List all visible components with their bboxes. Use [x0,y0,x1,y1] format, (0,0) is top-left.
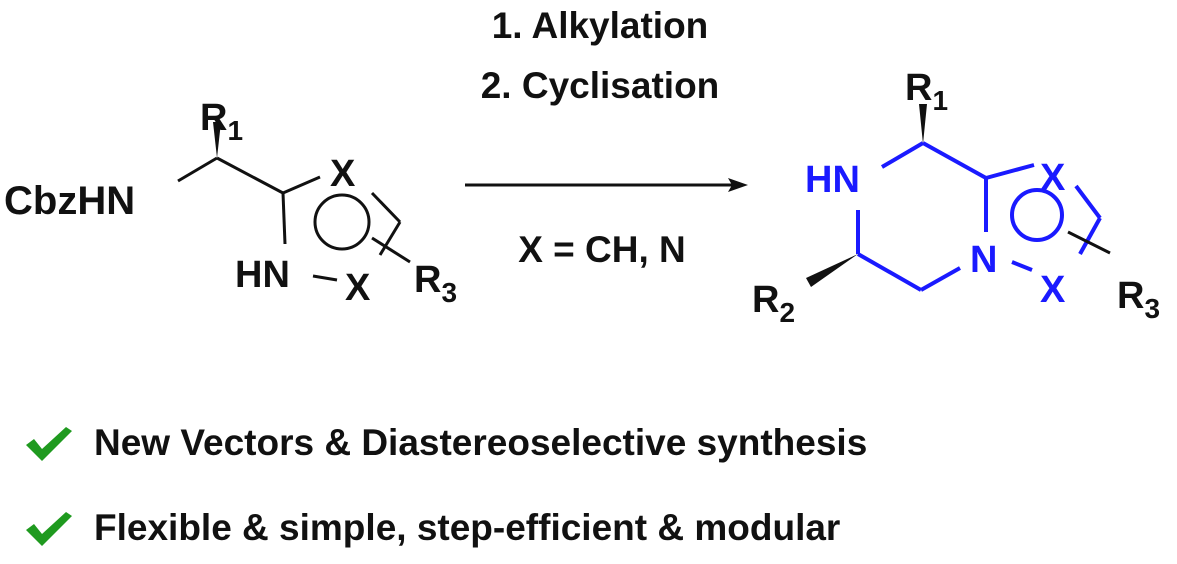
highlight-text: New Vectors & Diastereoselective synthes… [94,422,868,463]
highlight-item: New Vectors & Diastereoselective synthes… [22,422,867,464]
product-r1-label: R1 [905,67,948,116]
product-r3-label: R3 [1117,275,1160,324]
cbzhn-label: CbzHN [4,179,135,223]
x-bottom-label: X [345,267,371,309]
wedge-bond [213,122,221,158]
check-icon [26,512,72,546]
product-r2-label: R2 [752,279,795,328]
product-x-bottom-label: X [1040,269,1066,311]
r3-label: R3 [414,259,457,308]
ring-nh-label: HN [235,254,290,296]
check-icon [26,427,72,461]
reaction-arrow [465,178,748,192]
reactant-structure: CbzHN R1 X HN X R3 [4,97,457,309]
step-2-label: 2. Cyclisation [481,65,720,106]
highlight-item: Flexible & simple, step-efficient & modu… [22,507,840,549]
product-n-label: N [970,239,997,281]
product-structure: R1 HN X N X R2 R3 [752,67,1160,328]
condition-label: X = CH, N [518,229,686,270]
x-top-label: X [330,153,356,195]
r1-label: R1 [200,97,243,146]
highlight-text: Flexible & simple, step-efficient & modu… [94,507,841,548]
wedge-bond [919,104,927,144]
step-1-label: 1. Alkylation [492,5,709,46]
wedge-bond [806,254,858,287]
product-nh-label: HN [805,159,860,201]
